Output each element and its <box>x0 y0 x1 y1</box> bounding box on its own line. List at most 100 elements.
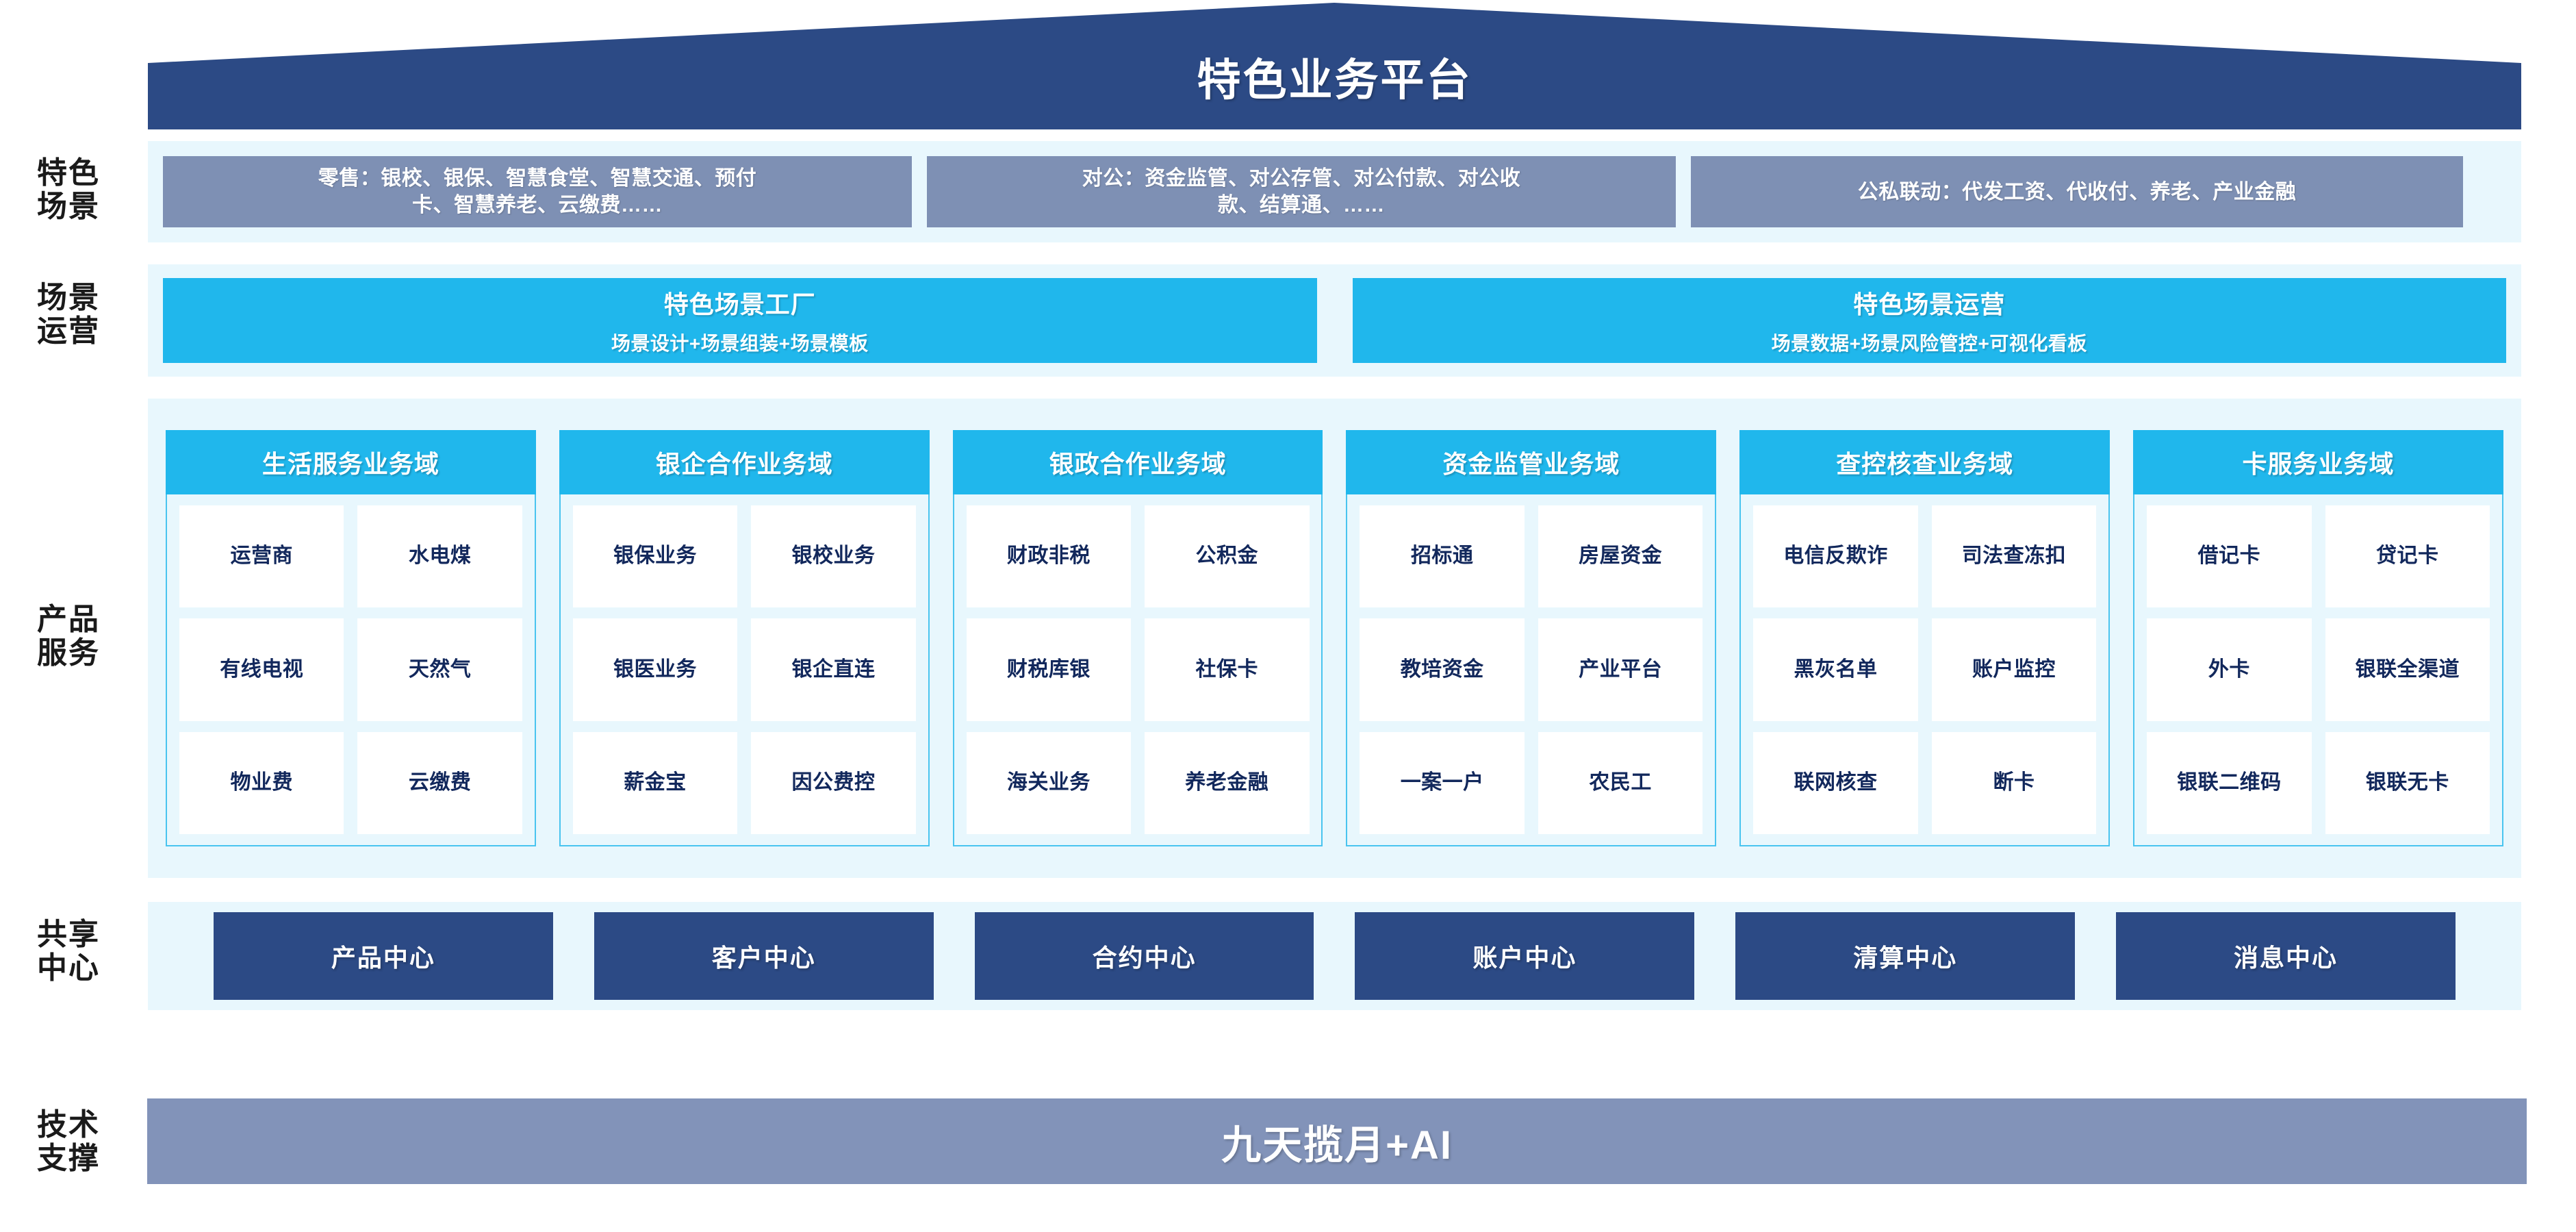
operations-operation-title: 特色场景运营 <box>1853 290 2006 318</box>
operations-band: 特色场景工厂 场景设计+场景组装+场景模板 特色场景运营 场景数据+场景风险管控… <box>148 264 2521 377</box>
shared-center-box[interactable]: 客户中心 <box>594 912 934 1000</box>
tech-support-bar[interactable]: 九天揽月+AI <box>147 1098 2527 1184</box>
domain-tile[interactable]: 农民工 <box>1538 731 1703 834</box>
domain-tile[interactable]: 海关业务 <box>966 731 1132 834</box>
domain-card[interactable]: 银企合作业务域银保业务银校业务银医业务银企直连薪金宝因公费控 <box>559 430 930 846</box>
domain-tile-row: 一案一户农民工 <box>1360 731 1703 834</box>
domain-tile-grid: 财政非税公积金财税库银社保卡海关业务养老金融 <box>952 494 1323 846</box>
domain-tile[interactable]: 薪金宝 <box>572 731 738 834</box>
rail-ops-line1: 场景 <box>37 281 100 314</box>
domain-tile[interactable]: 因公费控 <box>751 731 916 834</box>
domain-tile[interactable]: 断卡 <box>1931 731 2097 834</box>
domain-title: 生活服务业务域 <box>166 430 536 494</box>
rail-label-products: 产品 服务 <box>0 603 137 670</box>
domain-tile-row: 薪金宝因公费控 <box>572 731 916 834</box>
domain-tile-row: 联网核查断卡 <box>1753 731 2097 834</box>
domain-tile[interactable]: 银联全渠道 <box>2325 618 2490 721</box>
domain-tile-row: 财政非税公积金 <box>966 505 1310 608</box>
domain-tile[interactable]: 招标通 <box>1360 505 1525 608</box>
domain-tile-row: 借记卡贷记卡 <box>2147 505 2490 608</box>
shared-center-box[interactable]: 产品中心 <box>214 912 553 1000</box>
domain-tile[interactable]: 云缴费 <box>357 731 522 834</box>
rail-label-ops: 场景 运营 <box>0 281 137 349</box>
domain-tile-row: 招标通房屋资金 <box>1360 505 1703 608</box>
domain-tile[interactable]: 房屋资金 <box>1538 505 1703 608</box>
domain-tile-row: 海关业务养老金融 <box>966 731 1310 834</box>
domain-tile[interactable]: 财税库银 <box>966 618 1132 721</box>
domain-tile[interactable]: 运营商 <box>179 505 344 608</box>
rail-label-tech: 技术 支撑 <box>0 1108 137 1176</box>
domain-tile[interactable]: 产业平台 <box>1538 618 1703 721</box>
domain-tile-grid: 运营商水电煤有线电视天然气物业费云缴费 <box>166 494 536 846</box>
rail-label-shared: 共享 中心 <box>0 918 137 985</box>
domain-tile[interactable]: 公积金 <box>1145 505 1310 608</box>
domain-tile[interactable]: 银联无卡 <box>2325 731 2490 834</box>
domain-title: 银政合作业务域 <box>952 430 1323 494</box>
shared-center-box[interactable]: 清算中心 <box>1735 912 2076 1000</box>
domain-tile[interactable]: 账户监控 <box>1931 618 2097 721</box>
rail-tech-line2: 支撑 <box>37 1142 100 1176</box>
shared-center-box[interactable]: 合约中心 <box>974 912 1314 1000</box>
domain-tile-grid: 借记卡贷记卡外卡银联全渠道银联二维码银联无卡 <box>2133 494 2503 846</box>
scenario-joint-line1: 公私联动：代发工资、代收付、养老、产业金融 <box>1857 180 2297 203</box>
domain-tile[interactable]: 社保卡 <box>1145 618 1310 721</box>
domain-tile[interactable]: 银医业务 <box>572 618 738 721</box>
domain-tile[interactable]: 黑灰名单 <box>1753 618 1918 721</box>
domain-tile[interactable]: 物业费 <box>179 731 344 834</box>
scenario-retail-line2: 卡、智慧养老、云缴费…… <box>412 194 663 216</box>
domain-tile-row: 银保业务银校业务 <box>572 505 916 608</box>
operations-card-operation[interactable]: 特色场景运营 场景数据+场景风险管控+可视化看板 <box>1352 278 2506 363</box>
rail-ops-line2: 运营 <box>37 314 100 349</box>
domain-tile[interactable]: 联网核查 <box>1753 731 1918 834</box>
domain-card[interactable]: 资金监管业务域招标通房屋资金教培资金产业平台一案一户农民工 <box>1346 430 1717 846</box>
domain-title: 查控核查业务域 <box>1739 430 2110 494</box>
domain-tile[interactable]: 电信反欺诈 <box>1753 505 1918 608</box>
domain-card[interactable]: 生活服务业务域运营商水电煤有线电视天然气物业费云缴费 <box>166 430 536 846</box>
domain-tile-row: 财税库银社保卡 <box>966 618 1310 721</box>
domain-tile[interactable]: 一案一户 <box>1360 731 1525 834</box>
domain-tile-grid: 电信反欺诈司法查冻扣黑灰名单账户监控联网核查断卡 <box>1739 494 2110 846</box>
shared-centers-band: 产品中心客户中心合约中心账户中心清算中心消息中心 <box>148 902 2521 1010</box>
shared-center-box[interactable]: 账户中心 <box>1355 912 1695 1000</box>
domain-tile-grid: 银保业务银校业务银医业务银企直连薪金宝因公费控 <box>559 494 930 846</box>
scenario-card-corporate[interactable]: 对公：资金监管、对公存管、对公付款、对公收 款、结算通、…… <box>927 156 1676 227</box>
domain-card[interactable]: 查控核查业务域电信反欺诈司法查冻扣黑灰名单账户监控联网核查断卡 <box>1739 430 2110 846</box>
shared-center-box[interactable]: 消息中心 <box>2116 912 2456 1000</box>
domain-tile[interactable]: 银联二维码 <box>2147 731 2312 834</box>
operations-card-factory[interactable]: 特色场景工厂 场景设计+场景组装+场景模板 <box>163 278 1317 363</box>
platform-roof: 特色业务平台 <box>148 3 2521 129</box>
domain-tile[interactable]: 天然气 <box>357 618 522 721</box>
scenario-corporate-line1: 对公：资金监管、对公存管、对公付款、对公收 <box>1082 167 1521 190</box>
domain-tile-grid: 招标通房屋资金教培资金产业平台一案一户农民工 <box>1346 494 1717 846</box>
domain-tile[interactable]: 养老金融 <box>1145 731 1310 834</box>
domain-card[interactable]: 银政合作业务域财政非税公积金财税库银社保卡海关业务养老金融 <box>952 430 1323 846</box>
domain-card[interactable]: 卡服务业务域借记卡贷记卡外卡银联全渠道银联二维码银联无卡 <box>2133 430 2503 846</box>
tech-support-label: 九天揽月+AI <box>1221 1122 1453 1168</box>
domain-tile[interactable]: 有线电视 <box>179 618 344 721</box>
rail-label-scene: 特色 场景 <box>0 156 137 224</box>
domain-title: 资金监管业务域 <box>1346 430 1717 494</box>
domain-tile[interactable]: 借记卡 <box>2147 505 2312 608</box>
scenario-card-retail[interactable]: 零售：银校、银保、智慧食堂、智慧交通、预付 卡、智慧养老、云缴费…… <box>163 156 912 227</box>
domain-tile[interactable]: 银企直连 <box>751 618 916 721</box>
domain-tile-row: 银联二维码银联无卡 <box>2147 731 2490 834</box>
scenario-card-joint[interactable]: 公私联动：代发工资、代收付、养老、产业金融 <box>1691 156 2463 227</box>
domain-tile[interactable]: 贷记卡 <box>2325 505 2490 608</box>
rail-shared-line2: 中心 <box>37 951 100 985</box>
domain-tile[interactable]: 教培资金 <box>1360 618 1525 721</box>
domain-tile-row: 物业费云缴费 <box>179 731 522 834</box>
operations-factory-title: 特色场景工厂 <box>663 290 816 318</box>
domain-tile-row: 银医业务银企直连 <box>572 618 916 721</box>
rail-tech-line1: 技术 <box>37 1108 100 1142</box>
domain-tile[interactable]: 财政非税 <box>966 505 1132 608</box>
domain-title: 银企合作业务域 <box>559 430 930 494</box>
domain-tile[interactable]: 司法查冻扣 <box>1931 505 2097 608</box>
domain-tile-row: 外卡银联全渠道 <box>2147 618 2490 721</box>
domain-tile[interactable]: 银保业务 <box>572 505 738 608</box>
domain-tile-row: 电信反欺诈司法查冻扣 <box>1753 505 2097 608</box>
domain-tile[interactable]: 银校业务 <box>751 505 916 608</box>
page-title: 特色业务平台 <box>1197 55 1472 105</box>
domain-tile[interactable]: 水电煤 <box>357 505 522 608</box>
domain-tile[interactable]: 外卡 <box>2147 618 2312 721</box>
